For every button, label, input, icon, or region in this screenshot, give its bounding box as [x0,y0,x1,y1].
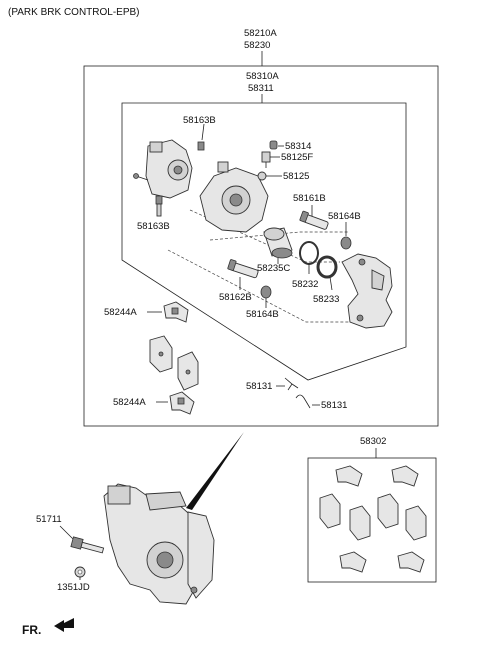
brake-pad-left[interactable] [149,335,173,373]
kit-pad-3[interactable] [377,493,399,529]
kit-pad-2[interactable] [349,505,371,541]
bolt-58163B-left[interactable] [155,195,163,217]
pad-kit-box-58302 [307,457,437,583]
kit-clip-top-right[interactable] [391,465,419,487]
label-58230[interactable]: 58230 [244,40,270,51]
label-58163B-top[interactable]: 58163B [183,115,216,126]
label-58244A-bottom[interactable]: 58244A [113,397,146,408]
diagram-header: (PARK BRK CONTROL-EPB) [8,7,140,18]
bleeder-cap-58314[interactable] [269,140,278,150]
washer-1351JD[interactable] [74,566,86,578]
boot-58164B-top[interactable] [340,236,352,250]
kit-pad-1[interactable] [319,493,341,529]
label-58164B-top[interactable]: 58164B [328,211,361,222]
guide-pin-58161B[interactable] [299,210,329,230]
label-58125F[interactable]: 58125F [281,152,313,163]
label-58302[interactable]: 58302 [360,436,386,447]
pointer-arrow [186,432,244,510]
bolt-58163B-top[interactable] [197,141,205,151]
pad-clip-58244A-top[interactable] [163,301,189,323]
label-1351JD[interactable]: 1351JD [57,582,90,593]
boot-58164B-bottom[interactable] [260,285,272,299]
leader-51711 [59,525,75,541]
spring-58131-b[interactable] [295,394,311,409]
front-arrow-icon [54,618,74,632]
label-58244A-top[interactable]: 58244A [104,307,137,318]
label-58235C[interactable]: 58235C [257,263,290,274]
brake-pad-right[interactable] [177,351,199,391]
pad-clip-58244A-bottom[interactable] [169,391,195,415]
installed-caliper-assembly[interactable] [103,483,215,605]
label-58162B[interactable]: 58162B [219,292,252,303]
assembly-box-58230 [83,65,439,427]
label-58311[interactable]: 58311 [248,83,274,94]
seal-58232[interactable] [299,241,319,265]
label-58310A[interactable]: 58310A [246,71,279,82]
caliper-carrier[interactable] [341,253,393,329]
screw-left[interactable] [133,173,149,181]
leader-58163B-top [201,123,205,141]
label-58314[interactable]: 58314 [285,141,311,152]
front-direction-label: FR. [22,623,41,637]
caliper-housing[interactable] [199,161,269,233]
kit-clip-bottom-left[interactable] [339,551,367,573]
kit-pad-4[interactable] [405,505,427,541]
label-58125[interactable]: 58125 [283,171,309,182]
label-58161B[interactable]: 58161B [293,193,326,204]
boot-58233[interactable] [316,255,338,279]
label-51711[interactable]: 51711 [36,514,62,525]
fitting-58125[interactable] [257,171,267,181]
label-58210A[interactable]: 58210A [244,28,277,39]
dash-group-3 [209,231,348,241]
kit-clip-top-left[interactable] [335,465,363,487]
piston-58235C[interactable] [263,227,293,259]
label-58232[interactable]: 58232 [292,279,318,290]
kit-clip-bottom-right[interactable] [397,551,425,573]
epb-motor-part[interactable] [145,139,193,199]
dash-group-2 [167,249,360,323]
label-58233[interactable]: 58233 [313,294,339,305]
spring-58131-a[interactable] [284,377,299,391]
caliper-box-58311 [121,102,407,381]
guide-pin-58162B[interactable] [227,259,259,279]
bleeder-screw-58125F[interactable] [261,151,271,168]
label-58164B-bottom[interactable]: 58164B [246,309,279,320]
label-58163B-left[interactable]: 58163B [137,221,170,232]
bolt-51711[interactable] [70,536,105,554]
label-58131-b[interactable]: 58131 [321,400,347,411]
leader-58233 [329,276,333,291]
label-58131-a[interactable]: 58131 [246,381,272,392]
